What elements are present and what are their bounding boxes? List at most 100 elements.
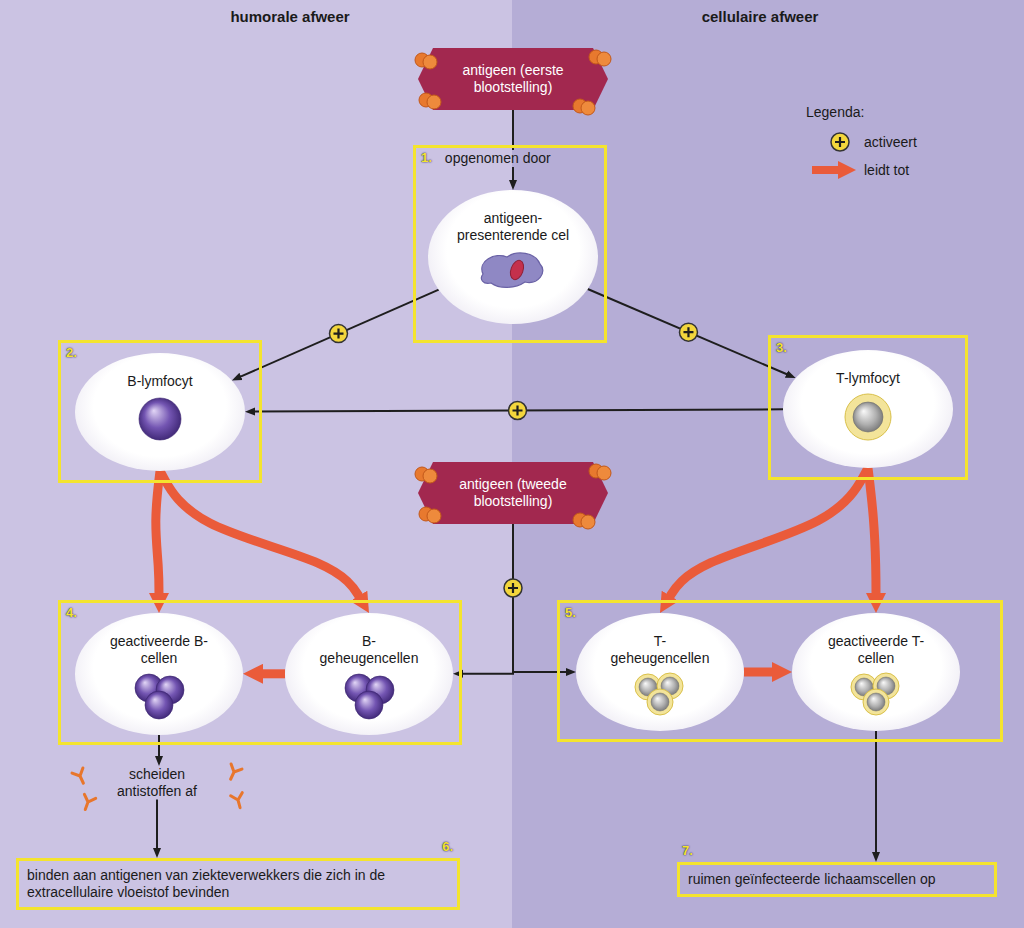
leads-to-arrow	[156, 471, 160, 599]
outcome-text: binden aan antigenen van ziekteverwekker…	[27, 867, 449, 901]
antigen-blob	[589, 464, 611, 480]
cell-label: T- geheugencellen	[605, 633, 715, 667]
plus-circle	[504, 579, 522, 597]
antigen-blob-part	[597, 466, 611, 480]
cell-label: geactiveerde T-cellen	[821, 633, 931, 667]
step-box: geactiveerde B-cellen B- geheugencellen 4.	[58, 600, 462, 745]
b-cell	[145, 691, 173, 719]
step-box: T-lymfocyt3.	[768, 335, 968, 480]
antibody-icon	[80, 794, 96, 811]
arrow-head	[838, 161, 856, 179]
result-box: 6.binden aan antigenen van ziekteverwekk…	[16, 858, 460, 910]
cell-illustration	[477, 248, 549, 290]
callout-number: 7.	[682, 843, 693, 859]
antigen-hexagon: antigeen (eerste blootstelling)	[418, 48, 608, 110]
step-box: T- geheugencellen geactiveerde T-cellen 5.	[557, 600, 1003, 742]
plus-sign	[683, 327, 693, 337]
legend-text: leidt tot	[864, 162, 909, 179]
activation-connector	[156, 800, 158, 851]
antigen-blob-part	[581, 101, 595, 115]
cell-illustration	[844, 671, 908, 717]
arrow-shaft	[812, 166, 840, 174]
cell-ellipse: B-lymfocyt	[75, 353, 245, 471]
cell-label: antigeen- presenterende cel	[448, 210, 578, 244]
plus-circle	[329, 325, 347, 343]
callout-number: 6.	[442, 839, 453, 855]
plus-circle	[831, 133, 849, 151]
leads-to-arrow	[257, 669, 285, 678]
antigen-blob	[415, 53, 437, 69]
callout-number: 1.	[421, 150, 432, 166]
cell-illustration	[127, 671, 191, 721]
cell-illustration	[628, 671, 692, 717]
cell-body	[481, 253, 542, 287]
plus-sign	[333, 329, 343, 339]
column-heading: cellulaire afweer	[702, 8, 819, 25]
antibody-icons	[72, 764, 246, 812]
process-text: scheiden antistoffen af	[97, 766, 217, 800]
legend-row: leidt tot	[806, 156, 917, 184]
antigen-label: antigeen (eerste blootstelling)	[438, 62, 588, 96]
legend-swatch	[806, 130, 858, 154]
t-cell	[853, 402, 883, 432]
plus-sign	[835, 137, 845, 147]
cell-illustration	[337, 671, 401, 721]
cell-label: B-lymfocyt	[100, 373, 220, 390]
plus-circle	[509, 401, 527, 419]
legend-row: activeert	[806, 128, 917, 156]
activates-symbol	[509, 401, 527, 419]
cell-illustration	[135, 394, 185, 444]
legend-title: Legenda:	[806, 104, 864, 120]
activation-connector	[158, 735, 160, 759]
cell-label: geactiveerde B-cellen	[104, 633, 214, 667]
legend-swatch	[806, 158, 858, 182]
cell-ellipse: T- geheugencellen	[576, 613, 744, 731]
antigen-hexagon: antigeen (tweede blootstelling)	[418, 462, 608, 524]
activates-symbol	[831, 133, 849, 151]
antigen-blob	[573, 513, 595, 529]
outcome-text: ruimen geïnfecteerde lichaamscellen op	[688, 871, 986, 888]
plus-sign	[513, 405, 523, 415]
antigen-blob-part	[427, 95, 441, 109]
activates-symbol	[679, 323, 697, 341]
antigen-blob-part	[427, 509, 441, 523]
antigen-blob-part	[581, 515, 595, 529]
leads-to-arrow	[744, 668, 778, 677]
antibody-icon	[225, 764, 242, 782]
step-box: antigeen- presenterende cel1.opgenomen d…	[413, 145, 607, 343]
antigen-blob-part	[597, 52, 611, 66]
t-cell	[867, 693, 885, 711]
result-box: 7.ruimen geïnfecteerde lichaamscellen op	[677, 862, 997, 897]
antigen-fragment	[508, 258, 526, 281]
antigen-blob	[419, 507, 441, 523]
cell-ellipse: B- geheugencellen	[285, 613, 453, 735]
t-cell-halo	[845, 394, 891, 440]
activates-symbol	[329, 325, 347, 343]
antigen-blob-part	[423, 469, 437, 483]
cell-ellipse: T-lymfocyt	[783, 350, 953, 468]
t-cell	[651, 693, 669, 711]
antigen-blob	[419, 93, 441, 109]
cell-ellipse: antigeen- presenterende cel	[428, 190, 598, 324]
plus-sign	[508, 583, 518, 593]
t-cell-halo	[647, 689, 673, 715]
cell-label: B- geheugencellen	[314, 633, 424, 667]
b-cell	[139, 398, 181, 440]
antigen-blob	[589, 50, 611, 66]
activates-symbol	[504, 579, 522, 597]
antibody-icon	[72, 768, 89, 786]
callout-number: 4.	[66, 605, 77, 621]
antigen-blob	[415, 467, 437, 483]
callout-number: 5.	[565, 605, 576, 621]
activation-connector	[513, 524, 569, 672]
activation-connector	[588, 289, 790, 375]
antigen-blob	[573, 99, 595, 115]
activation-connector	[875, 731, 877, 855]
cell-ellipse: geactiveerde T-cellen	[792, 613, 960, 731]
leads-to-arrow	[667, 468, 868, 601]
step-box: B-lymfocyt2.	[58, 340, 262, 483]
cell-illustration	[842, 391, 894, 443]
plus-circle	[679, 323, 697, 341]
antibody-icon	[231, 793, 246, 810]
